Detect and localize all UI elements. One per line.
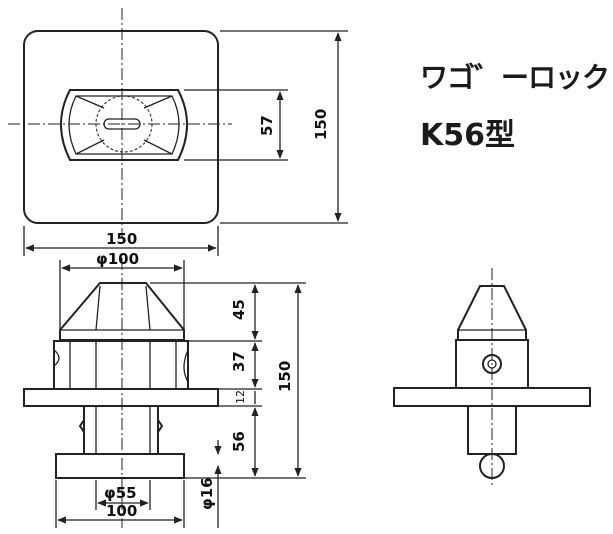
top-width-label: 150 [106,230,137,248]
side-view-pin [479,453,505,479]
front-view-flange [23,388,219,407]
front-total-height: 150 [276,361,294,392]
front-dim-56: 56 [230,431,248,452]
front-view [23,258,306,528]
front-base-width-label: 100 [106,502,137,520]
top-view-slot [103,118,141,130]
front-view-base [55,453,185,479]
side-view [393,268,591,488]
top-view [8,8,348,256]
front-top-dia-label: φ100 [96,250,139,268]
top-inner-label: 57 [258,115,276,136]
model-title: K56型 [420,118,515,153]
front-view-body [53,340,189,390]
front-dim-37: 37 [230,351,248,372]
front-view-cone [59,282,185,341]
front-view-shaft [83,405,159,455]
front-pin-dia-label: φ16 [198,477,216,510]
top-height-label: 150 [312,109,330,140]
top-view-lock-body [60,89,188,161]
front-dim-12: 12 [234,390,247,404]
front-dim-45: 45 [230,299,248,320]
front-shaft-dia-label: φ55 [104,484,137,502]
product-title: ワゴ゛ーロック [420,61,610,94]
top-view-plate [23,30,219,224]
